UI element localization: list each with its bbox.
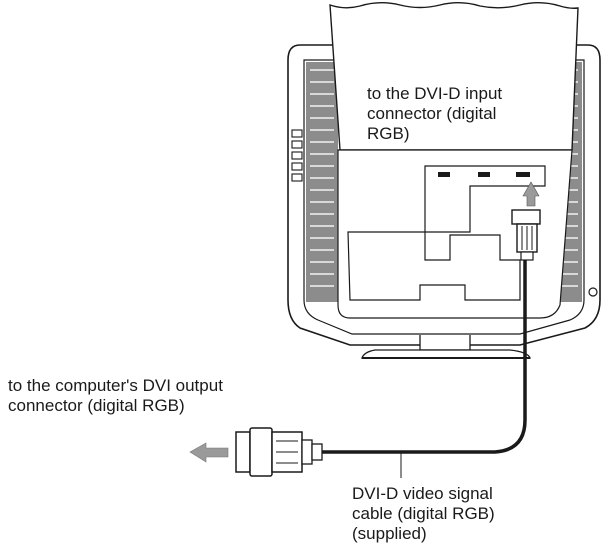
insert-arrow-up	[522, 181, 540, 207]
left-side-panel	[306, 62, 338, 302]
cable-label: DVI-D video signal cable (digital RGB) (…	[352, 484, 495, 544]
cable-cover	[329, 2, 579, 151]
left-vents	[310, 69, 334, 287]
stand-base	[361, 349, 531, 359]
dvi-plug-monitor	[511, 209, 541, 261]
side-control-buttons	[291, 129, 303, 182]
dvi-plug-computer	[235, 427, 323, 477]
input-connector-label: to the DVI-D input connector (digital RG…	[367, 84, 503, 144]
computer-output-label: to the computer's DVI output connector (…	[8, 376, 223, 416]
lock-slot	[588, 287, 598, 297]
direction-arrow-left	[189, 442, 229, 463]
dvi-cable	[322, 260, 527, 454]
cable-compartment	[337, 149, 573, 319]
stand-neck	[419, 335, 471, 351]
monitor-inner-frame	[303, 59, 585, 335]
stand-cutout	[347, 231, 521, 301]
input-ports	[438, 172, 530, 177]
